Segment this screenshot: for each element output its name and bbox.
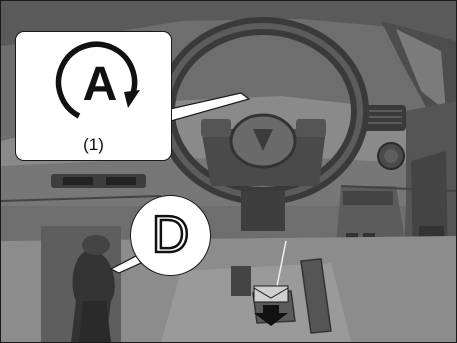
- gear-indicator-letter: D: [131, 205, 210, 265]
- auto-start-stop-callout: A (1): [15, 31, 172, 161]
- auto-start-stop-icon: A: [54, 38, 146, 130]
- callout-label: (1): [16, 135, 171, 155]
- callout-icon-letter: A: [83, 58, 118, 111]
- gear-indicator-badge: D: [130, 195, 211, 276]
